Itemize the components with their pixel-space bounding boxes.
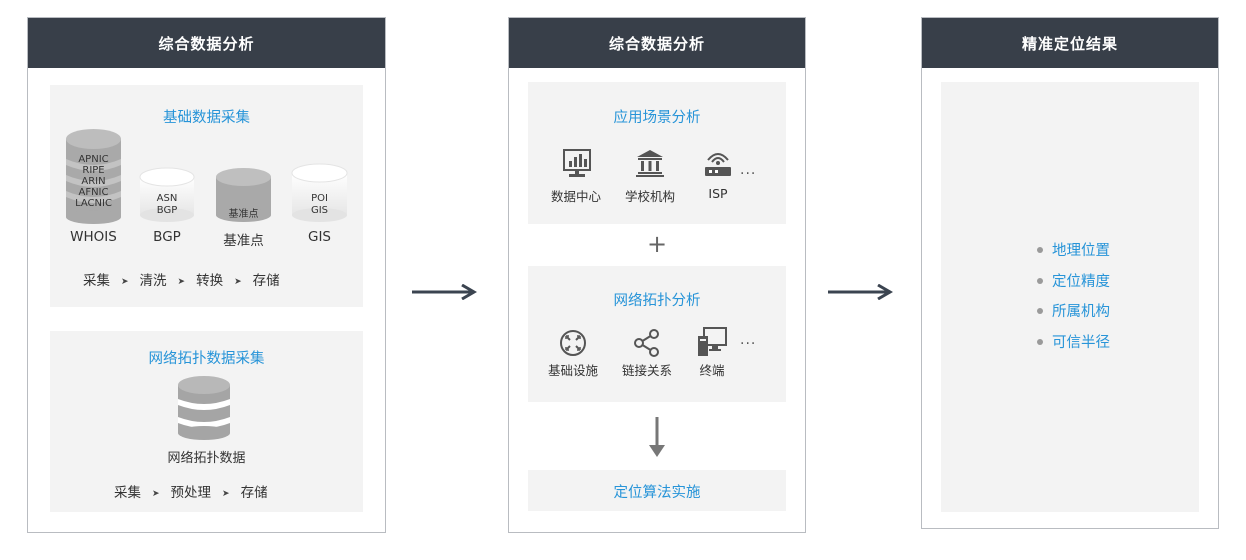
stack-label: ARIN bbox=[81, 176, 106, 187]
gis-stack-labels: POI GIS bbox=[292, 193, 347, 217]
bgp-label: BGP bbox=[153, 229, 181, 245]
stack-label: ASN bbox=[156, 193, 178, 204]
school-building-icon bbox=[636, 150, 664, 177]
stack-label: APNIC bbox=[78, 154, 109, 165]
flow-step: 预处理 bbox=[170, 485, 212, 501]
whois-stack-labels: APNIC RIPE ARIN AFNIC LACNIC bbox=[66, 154, 121, 209]
basic-data-title: 基础数据采集 bbox=[163, 110, 250, 126]
result-label: 地理位置 bbox=[1052, 243, 1110, 259]
flow-arrow-icon: ➤ bbox=[177, 277, 186, 287]
panel-title: 综合数据分析 bbox=[28, 18, 385, 68]
topology-analysis-title: 网络拓扑分析 bbox=[613, 293, 701, 309]
flow-arrow-icon: ➤ bbox=[121, 277, 129, 287]
result-label: 所属机构 bbox=[1052, 304, 1110, 320]
arrow-right-icon bbox=[828, 284, 893, 300]
bullet-icon bbox=[1037, 277, 1043, 284]
isp-router-icon bbox=[705, 153, 731, 176]
implement-title: 定位算法实施 bbox=[613, 485, 701, 501]
flow-step: 采集 bbox=[114, 485, 141, 501]
flow-step: 存储 bbox=[252, 273, 280, 289]
whois-label: WHOIS bbox=[70, 229, 117, 245]
benchmark-label: 基准点 bbox=[223, 233, 264, 249]
scenario-item-label: ISP bbox=[708, 186, 728, 201]
implement-box: 定位算法实施 bbox=[528, 470, 786, 511]
flow-step: 存储 bbox=[240, 485, 268, 501]
plus-icon: + bbox=[646, 230, 668, 258]
result-item: 定位精度 bbox=[1037, 274, 1110, 305]
panel-title: 综合数据分析 bbox=[509, 18, 805, 68]
topology-item-label: 链接关系 bbox=[621, 363, 672, 378]
topology-item-label: 基础设施 bbox=[547, 363, 598, 378]
scenario-item-label: 学校机构 bbox=[624, 189, 675, 204]
gis-database-icon bbox=[291, 163, 348, 222]
infrastructure-icon bbox=[560, 330, 586, 356]
bullet-icon bbox=[1037, 247, 1043, 253]
bullet-icon bbox=[1037, 338, 1043, 345]
result-box bbox=[941, 82, 1199, 512]
result-item: 可信半径 bbox=[1037, 335, 1110, 366]
more-icon: ··· bbox=[740, 166, 757, 182]
flow-step: 转换 bbox=[196, 273, 224, 289]
bgp-database-icon bbox=[139, 167, 195, 222]
topology-flow: 采集 ➤ 预处理 ➤ 存储 bbox=[114, 481, 268, 501]
topology-item-label: 终端 bbox=[699, 363, 725, 378]
flow-step: 清洗 bbox=[139, 273, 167, 289]
scenario-title: 应用场景分析 bbox=[613, 110, 701, 126]
topology-db-label: 网络拓扑数据 bbox=[167, 451, 246, 466]
flow-step: 采集 bbox=[83, 273, 110, 289]
whois-database-icon bbox=[66, 129, 121, 224]
more-icon: ··· bbox=[740, 336, 757, 352]
scenario-box: 应用场景分析 ··· 数据中心 学校机构 ISP bbox=[528, 82, 786, 224]
share-link-icon bbox=[634, 329, 659, 357]
result-item: 地理位置 bbox=[1037, 243, 1110, 274]
terminal-device-icon bbox=[698, 327, 727, 356]
topology-analysis-box: 网络拓扑分析 ··· 基础设施 链接关系 终端 bbox=[528, 266, 786, 402]
stack-label: POI bbox=[311, 193, 328, 204]
arrow-down-icon bbox=[649, 417, 665, 457]
flow-arrow-icon: ➤ bbox=[222, 489, 230, 499]
result-item: 所属机构 bbox=[1037, 304, 1110, 335]
bgp-stack-labels: ASN BGP bbox=[140, 193, 194, 217]
result-list: 地理位置 定位精度 所属机构 可信半径 bbox=[1037, 243, 1110, 365]
flow-arrow-icon: ➤ bbox=[234, 277, 242, 287]
stack-label: BGP bbox=[156, 205, 178, 216]
topology-data-box: 网络拓扑数据采集 网络拓扑数据 采集 ➤ 预处理 ➤ 存储 bbox=[50, 331, 363, 512]
stack-label: LACNIC bbox=[75, 198, 112, 209]
topology-database-icon bbox=[178, 376, 230, 440]
stack-label: GIS bbox=[310, 205, 329, 216]
gis-label: GIS bbox=[307, 229, 331, 245]
scenario-item-label: 数据中心 bbox=[550, 189, 601, 204]
panel-title: 精准定位结果 bbox=[922, 18, 1218, 68]
benchmark-database-icon bbox=[216, 168, 271, 222]
benchmark-stack-label: 基准点 bbox=[228, 209, 259, 220]
stack-label: RIPE bbox=[82, 165, 105, 176]
basic-flow: 采集 ➤ 清洗 ➤ 转换 ➤ 存储 bbox=[83, 269, 280, 289]
result-label: 可信半径 bbox=[1052, 334, 1110, 351]
arrow-right-icon bbox=[412, 284, 477, 300]
flow-arrow-icon: ➤ bbox=[152, 489, 160, 499]
bullet-icon bbox=[1037, 308, 1043, 314]
basic-data-box: 基础数据采集 bbox=[50, 85, 363, 307]
result-label: 定位精度 bbox=[1052, 273, 1110, 290]
datacenter-chart-icon bbox=[563, 149, 591, 177]
topology-data-title: 网络拓扑数据采集 bbox=[148, 351, 265, 367]
stack-label: AFNIC bbox=[78, 187, 109, 198]
database-stacks bbox=[66, 129, 348, 224]
